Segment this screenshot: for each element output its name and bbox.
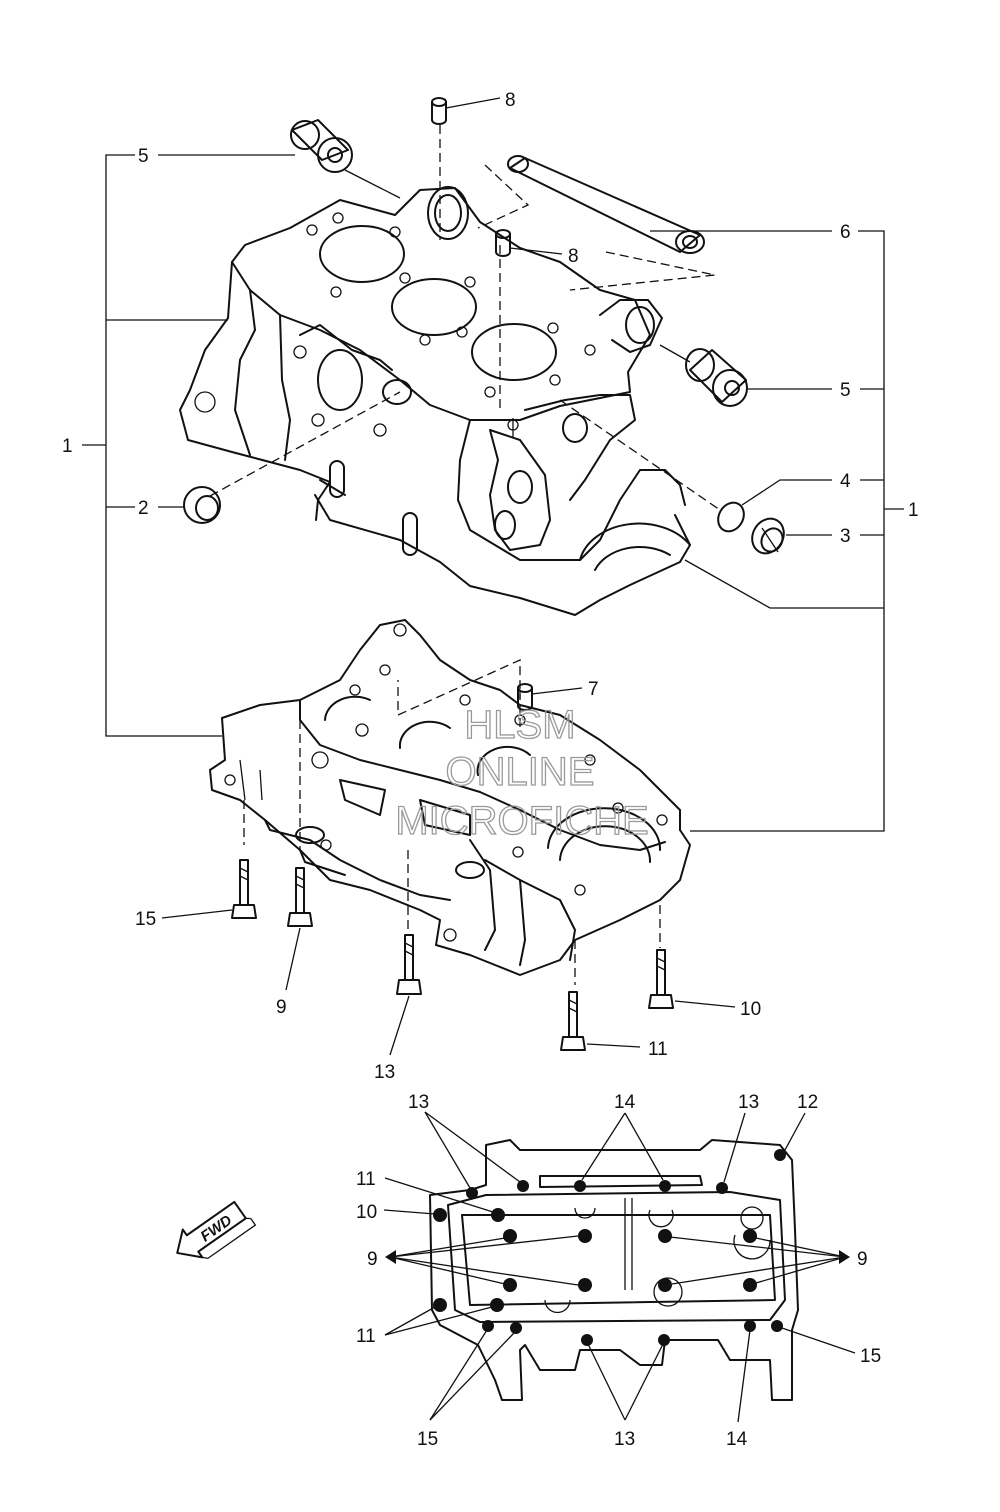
bolt-9 (285, 867, 313, 991)
bolt-11 (560, 991, 641, 1051)
dowel-8-top (431, 97, 501, 125)
callout-2: 2 (138, 498, 149, 519)
bolt-map-label-13-top: 13 (408, 1092, 429, 1113)
callout-8-mid: 8 (568, 246, 579, 267)
o-ring-4 (717, 479, 832, 533)
lower-crankcase (209, 619, 691, 976)
bolt-map-label-15-bottom: 15 (417, 1429, 438, 1450)
callout-6: 6 (840, 222, 851, 243)
pipe-6 (507, 155, 832, 254)
bolt-13 (389, 934, 422, 1056)
bolt-map-label-13-top-right: 13 (738, 1092, 759, 1113)
callout-9: 9 (276, 997, 287, 1018)
bolt-map-label-9-left: 9 (367, 1249, 378, 1270)
bolt-map-leaders (383, 1111, 856, 1423)
dowel-8-mid (495, 229, 563, 257)
callout-7: 7 (588, 679, 599, 700)
watermark-line-1: HLSM (464, 703, 575, 747)
bolt-map-label-14-bottom: 14 (726, 1429, 748, 1450)
callout-5-top: 5 (138, 146, 149, 167)
callout-11: 11 (648, 1039, 668, 1060)
bolt-map-label-15-right: 15 (860, 1346, 881, 1367)
assembly-guides (209, 125, 721, 985)
bolt-dots (433, 1149, 786, 1346)
bolt-location-map: 13 14 13 12 11 10 9 9 11 15 15 13 14 (356, 1092, 881, 1450)
plug-3 (751, 517, 832, 555)
upper-crankcase (179, 186, 691, 616)
callout-13: 13 (374, 1062, 395, 1083)
callout-15: 15 (135, 909, 156, 930)
watermark-line-3: MICROFICHE (395, 799, 648, 843)
callout-3: 3 (840, 526, 851, 547)
plug-2 (158, 486, 221, 524)
bolt-map-label-13-bottom: 13 (614, 1429, 635, 1450)
callout-8-top: 8 (505, 90, 516, 111)
bolt-map-label-10: 10 (356, 1202, 377, 1223)
right-assembly-bracket (684, 230, 904, 832)
callout-1-left: 1 (62, 436, 73, 457)
callout-4: 4 (840, 471, 851, 492)
bolt-map-label-14-top: 14 (614, 1092, 636, 1113)
callout-10: 10 (740, 999, 761, 1020)
callout-labels: 5 8 8 6 5 4 1 3 1 2 7 15 9 13 10 11 (62, 90, 919, 1083)
callout-5-right: 5 (840, 380, 851, 401)
bolt-map-label-11-lower: 11 (356, 1326, 376, 1347)
bushing-5-right (659, 344, 832, 407)
bolt-15 (161, 859, 257, 919)
watermark-line-2: ONLINE (446, 750, 595, 794)
bolt-map-label-12: 12 (797, 1092, 818, 1113)
callout-1-right: 1 (908, 500, 919, 521)
watermark: HLSM ONLINE MICROFICHE (395, 702, 650, 843)
bolt-map-label-11-upper: 11 (356, 1169, 376, 1190)
bolt-10 (648, 949, 736, 1009)
bushing-5-top (158, 119, 401, 199)
dowel-7 (517, 683, 583, 711)
fwd-arrow-icon: FWD (176, 1200, 257, 1260)
fwd-label: FWD (197, 1212, 235, 1246)
left-assembly-bracket (82, 154, 228, 737)
bolt-map-label-9-right: 9 (857, 1249, 868, 1270)
